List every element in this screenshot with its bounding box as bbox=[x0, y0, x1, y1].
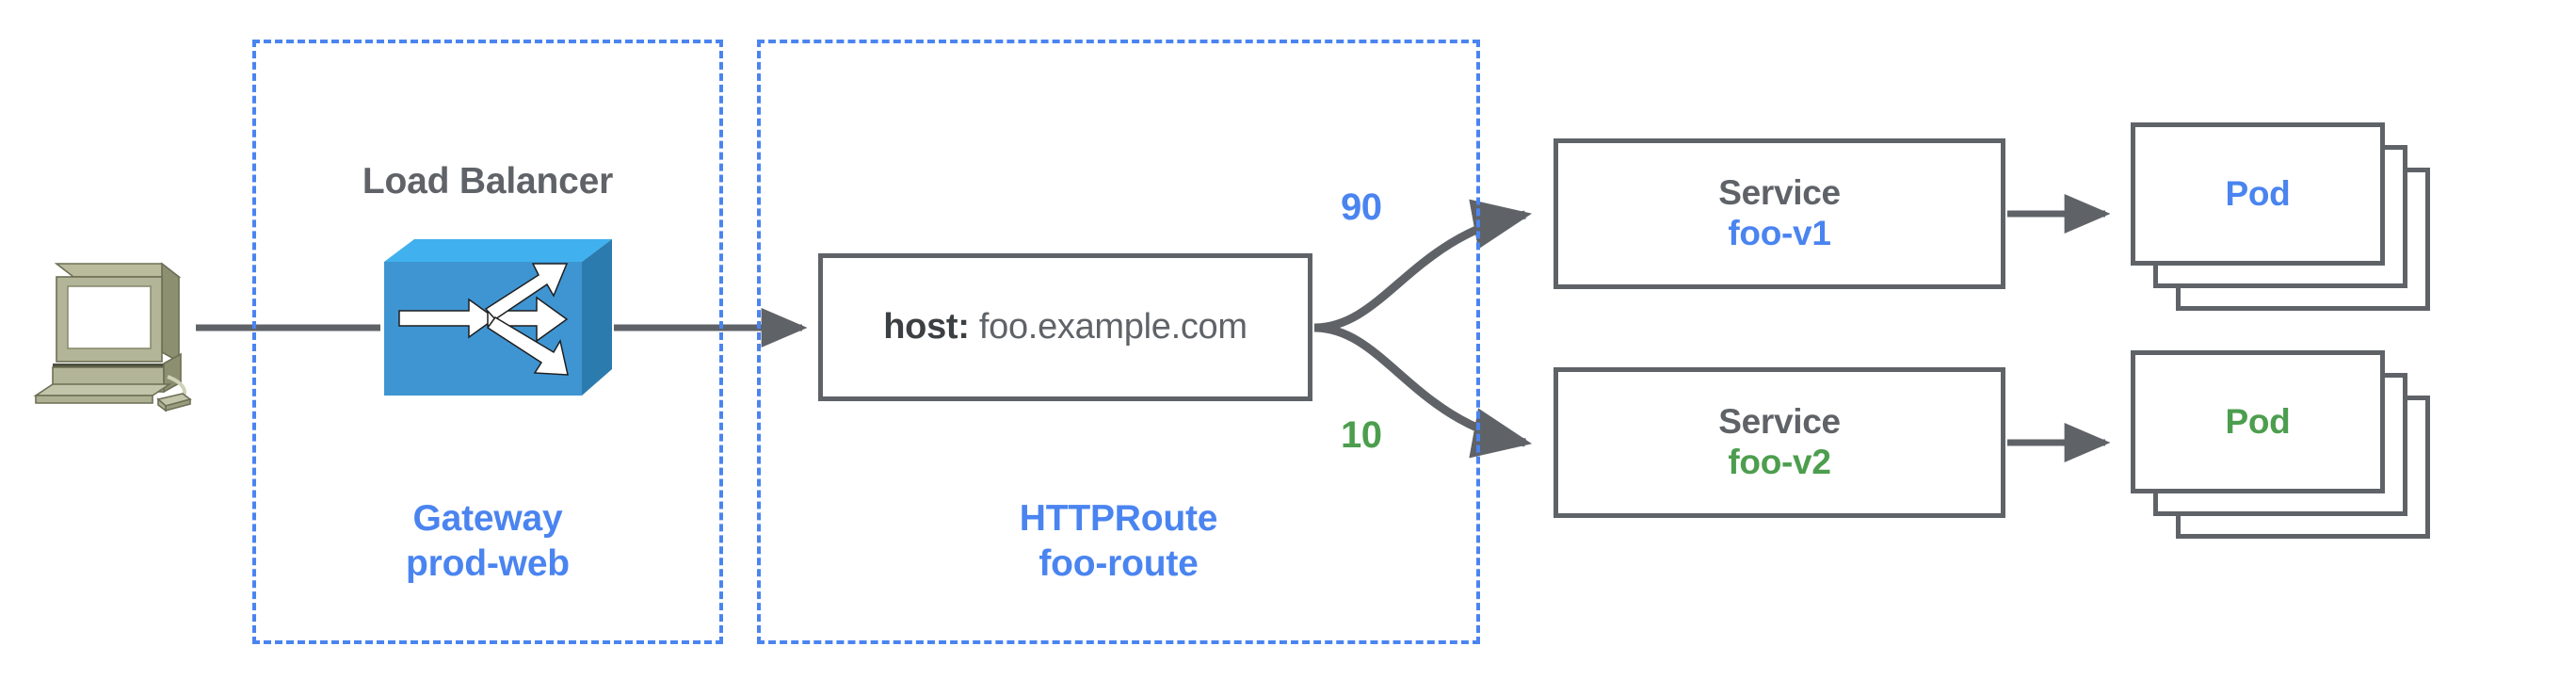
host-match-box: host: foo.example.com bbox=[818, 253, 1312, 401]
service-box-foo-v1: Service foo-v1 bbox=[1554, 138, 2005, 289]
pod-stack-foo-v2: Pod bbox=[2131, 350, 2441, 539]
gateway-group-caption: Gateway prod-web bbox=[406, 498, 570, 585]
httproute-group-caption: HTTPRoute foo-route bbox=[1019, 498, 1218, 585]
pod-label-v2: Pod bbox=[2225, 402, 2291, 441]
load-balancer-icon bbox=[384, 239, 612, 396]
pod-card-front: Pod bbox=[2131, 350, 2385, 493]
httproute-group-boundary bbox=[757, 40, 1480, 644]
edge-route-to-service-v2 bbox=[1313, 323, 1533, 459]
host-match-text: host: foo.example.com bbox=[883, 307, 1248, 348]
weight-label-v1: 90 bbox=[1341, 186, 1382, 228]
pod-stack-foo-v1: Pod bbox=[2131, 122, 2441, 311]
service-kind-v1: Service bbox=[1718, 173, 1841, 213]
host-key: host: bbox=[883, 307, 970, 347]
service-kind-v2: Service bbox=[1718, 402, 1841, 442]
load-balancer-title: Load Balancer bbox=[362, 161, 614, 202]
edge-route-to-service-v1 bbox=[1313, 199, 1533, 332]
service-name-v2: foo-v2 bbox=[1728, 443, 1831, 481]
host-value: foo.example.com bbox=[969, 307, 1248, 347]
workstation-icon bbox=[33, 262, 192, 412]
pod-label-v1: Pod bbox=[2225, 174, 2291, 213]
weight-label-v2: 10 bbox=[1341, 414, 1382, 456]
service-name-v1: foo-v1 bbox=[1728, 214, 1831, 252]
pod-card-front: Pod bbox=[2131, 122, 2385, 266]
gateway-group-boundary bbox=[252, 40, 723, 644]
service-box-foo-v2: Service foo-v2 bbox=[1554, 367, 2005, 518]
